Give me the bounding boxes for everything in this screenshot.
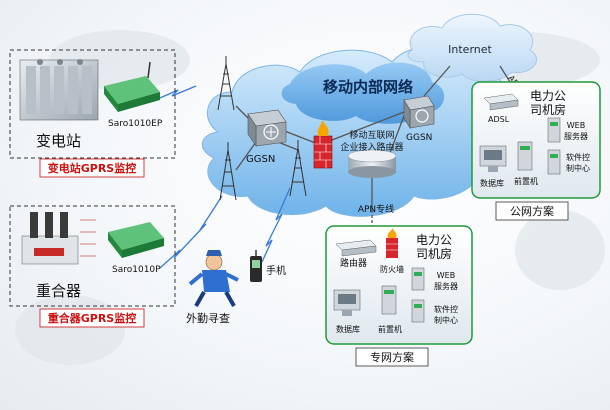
private-scheme-panel: 电力公 司机房 路由器 防火墙 WEB 服务器 软件控 制中心 bbox=[325, 225, 473, 345]
substation-group: 变电站 Saro1010EP bbox=[9, 49, 176, 159]
private-room-title-line1: 电力公 bbox=[416, 233, 452, 247]
private-web-label-line1: WEB bbox=[437, 271, 455, 280]
public-scheme-panel: 电力公 司机房 ADSL WEB 服务器 软件控 制中心 前置机 bbox=[471, 81, 601, 199]
private-database-icon bbox=[333, 289, 361, 316]
tower-icon bbox=[289, 140, 307, 197]
private-web-server-icon bbox=[411, 267, 425, 291]
private-software-server-icon bbox=[411, 299, 425, 323]
private-frontend-icon bbox=[381, 285, 397, 315]
public-software-label-line1: 软件控 bbox=[566, 152, 590, 162]
adsl-modem-icon bbox=[483, 93, 519, 111]
recloser-label: 重合器 bbox=[36, 282, 81, 300]
public-database-label: 数据库 bbox=[480, 178, 504, 188]
enterprise-router-cylinder bbox=[347, 149, 397, 178]
transformer-image bbox=[19, 59, 99, 121]
firewall-icon bbox=[313, 120, 333, 169]
ggsn-right-router bbox=[403, 95, 435, 130]
recloser-caption-box bbox=[39, 308, 145, 328]
substation-label: 变电站 bbox=[36, 132, 81, 150]
phone-label: 手机 bbox=[266, 264, 286, 277]
public-software-server-icon bbox=[547, 149, 561, 175]
saro1010ep-label: Saro1010EP bbox=[108, 119, 163, 129]
patrol-label: 外勤寻查 bbox=[186, 311, 230, 325]
private-room-title-line2: 司机房 bbox=[416, 246, 452, 261]
recloser-caption: 重合器GPRS监控 bbox=[48, 311, 136, 325]
recloser-group: Saro1010P 重合器 bbox=[9, 205, 176, 307]
ggsn-left-label: GGSN bbox=[246, 154, 275, 165]
saro1010p-device bbox=[108, 222, 164, 258]
ggsn-left-router bbox=[247, 109, 287, 147]
tower-icon bbox=[217, 56, 235, 111]
internet-cloud: Internet bbox=[407, 13, 537, 82]
public-caption-box bbox=[495, 201, 569, 221]
private-caption: 专网方案 bbox=[370, 350, 414, 364]
public-frontend-label: 前置机 bbox=[514, 176, 538, 186]
public-adsl-label: ADSL bbox=[488, 115, 510, 124]
private-software-label-line2: 制中心 bbox=[434, 315, 458, 325]
enterprise-router-label-line2: 企业接入路由器 bbox=[340, 141, 403, 153]
substation-caption: 变电站GPRS监控 bbox=[48, 161, 136, 175]
public-room-title-line2: 司机房 bbox=[530, 102, 566, 117]
apn-label: APN专线 bbox=[358, 203, 394, 215]
patrol-worker-icon bbox=[188, 250, 239, 307]
substation-frame bbox=[9, 49, 176, 159]
private-caption-box bbox=[355, 347, 429, 367]
public-frontend-icon bbox=[517, 141, 533, 171]
saro1010ep-device bbox=[104, 61, 160, 112]
public-database-icon bbox=[479, 145, 507, 172]
substation-caption-box bbox=[39, 158, 145, 178]
public-web-label-line1: WEB bbox=[567, 121, 585, 130]
private-web-label-line2: 服务器 bbox=[434, 281, 458, 291]
private-router-label: 路由器 bbox=[340, 257, 367, 269]
public-web-label-line2: 服务器 bbox=[564, 131, 588, 141]
mobile-network-title: 移动内部网络 bbox=[323, 78, 413, 96]
private-frontend-label: 前置机 bbox=[378, 324, 402, 334]
public-caption: 公网方案 bbox=[510, 204, 554, 218]
recloser-image bbox=[21, 212, 96, 265]
public-software-label-line2: 制中心 bbox=[566, 163, 590, 173]
enterprise-router-label-line1: 移动互联网 bbox=[349, 129, 394, 141]
mobile-phone-icon bbox=[250, 250, 262, 282]
private-firewall-icon bbox=[386, 228, 398, 258]
private-router-icon bbox=[335, 239, 377, 257]
private-firewall-label: 防火墙 bbox=[380, 264, 404, 274]
private-database-label: 数据库 bbox=[336, 324, 360, 334]
internet-label: Internet bbox=[448, 43, 492, 56]
private-software-label-line1: 软件控 bbox=[434, 304, 458, 314]
recloser-frame bbox=[9, 205, 176, 307]
tower-icon bbox=[219, 142, 237, 201]
ggsn-right-label: GGSN bbox=[406, 133, 432, 143]
public-room-title-line1: 电力公 bbox=[530, 89, 566, 103]
public-web-server-icon bbox=[547, 117, 561, 143]
saro1010p-label: Saro1010P bbox=[112, 265, 161, 275]
